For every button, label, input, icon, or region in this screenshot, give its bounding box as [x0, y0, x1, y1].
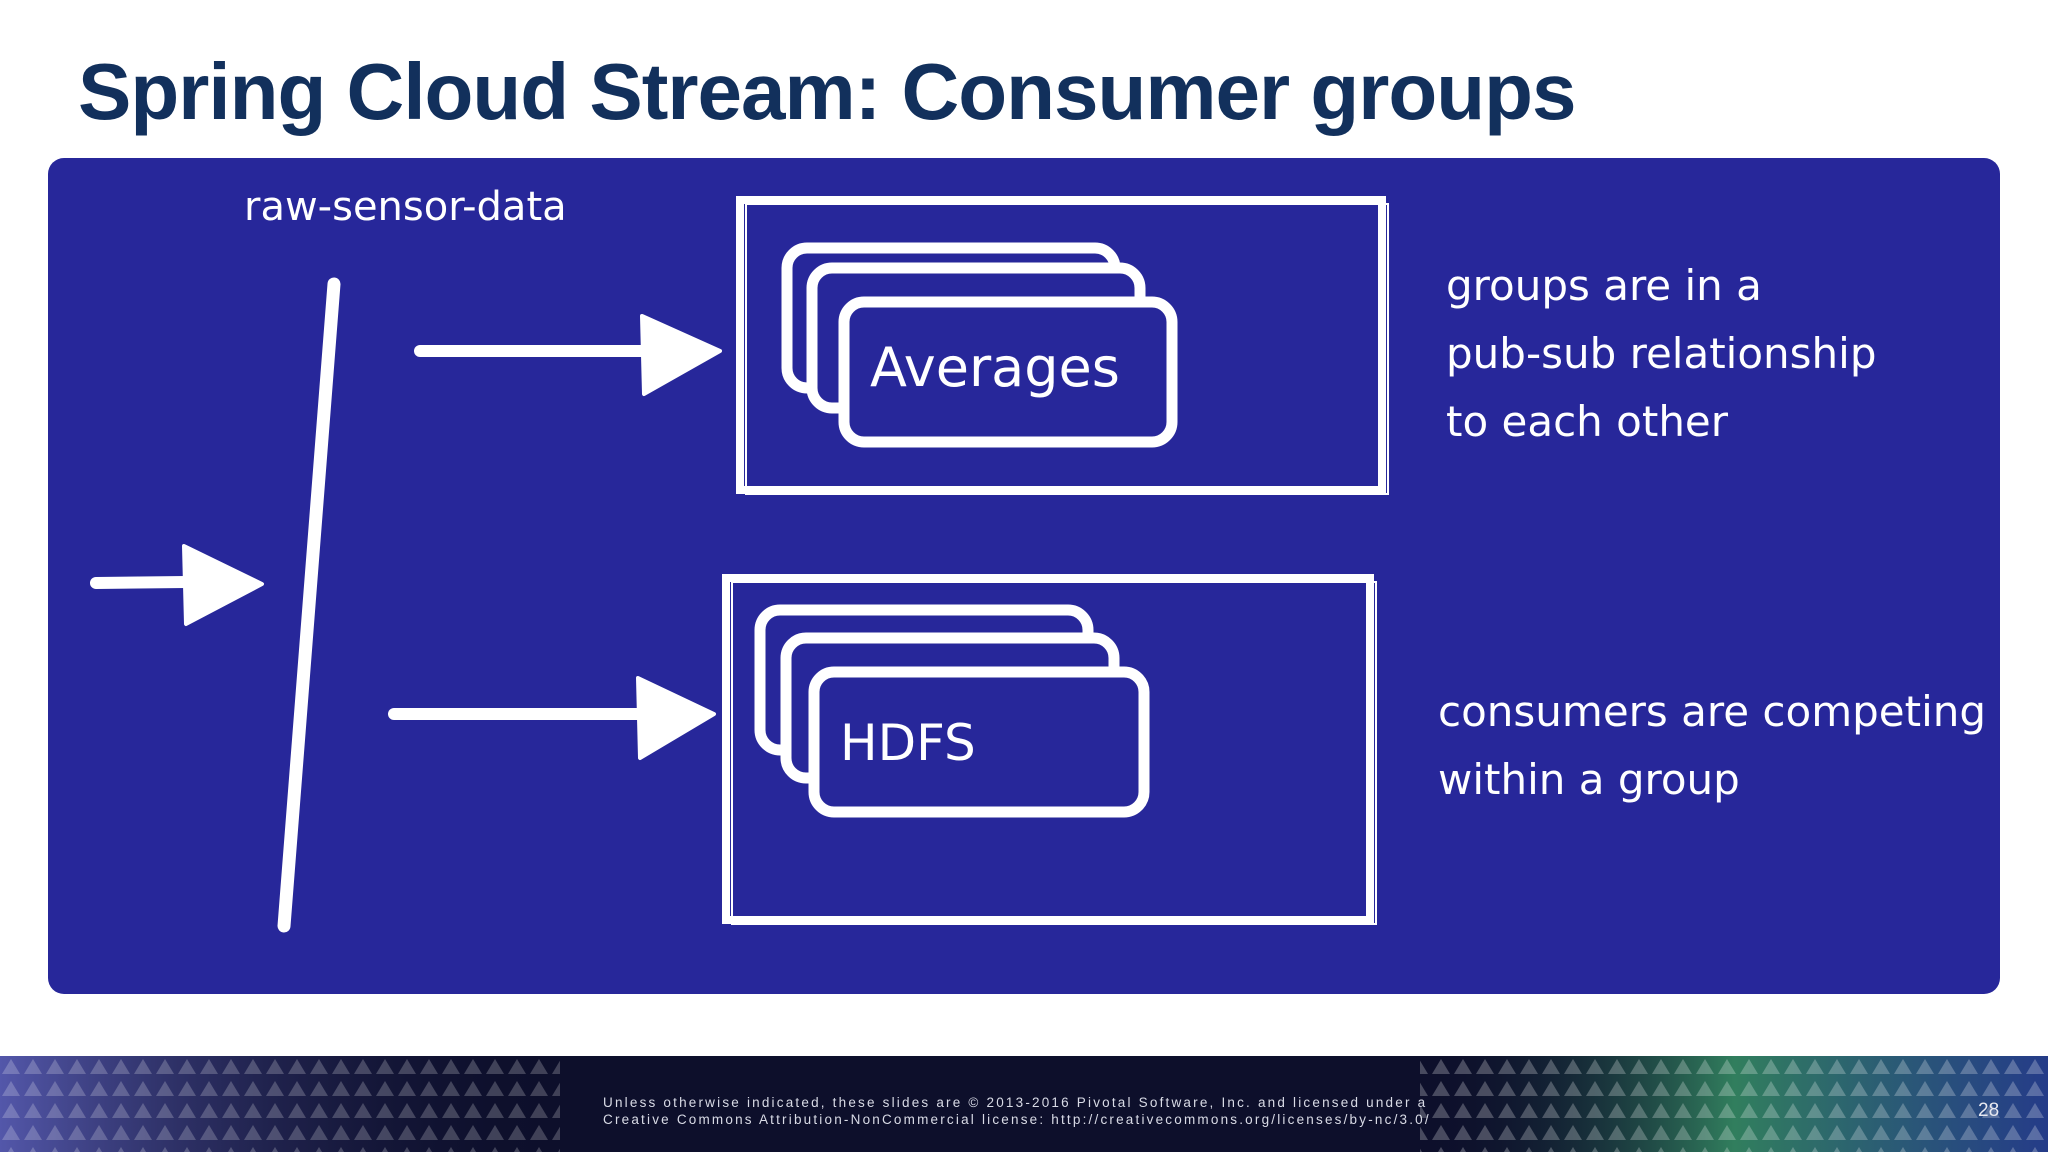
consumer-group-1: Averages [736, 196, 1389, 495]
group-1-frame [736, 196, 1386, 494]
legal-notice: Unless otherwise indicated, these slides… [603, 1094, 1431, 1128]
diagram-board: raw-sensor-data Averages HDFS groups are… [48, 158, 2000, 994]
note-1-line-2: pub-sub relationship [1446, 329, 1876, 378]
topic-label: raw-sensor-data [244, 184, 567, 230]
footer-bar [0, 1056, 2048, 1152]
arrow-to-group-1-icon [414, 314, 722, 396]
legal-line-2: Creative Commons Attribution-NonCommerci… [603, 1112, 1431, 1127]
note-1-line-3: to each other [1446, 397, 1729, 446]
page-number: 28 [1978, 1100, 2000, 1121]
consumer-group-2: HDFS [722, 574, 1377, 925]
note-2-line-1: consumers are competing [1438, 687, 1986, 736]
group-2-frame [722, 574, 1374, 924]
topic-bar [277, 277, 341, 933]
group-2-instance-front [808, 666, 1150, 818]
note-2-line-2: within a group [1438, 755, 1740, 804]
input-arrow-icon [90, 544, 264, 626]
note-1-line-1: groups are in a [1446, 261, 1762, 310]
group-1-instance-front [838, 296, 1178, 448]
arrow-to-group-2-icon [388, 676, 716, 760]
slide-title: Spring Cloud Stream: Consumer groups [78, 47, 1576, 136]
group-1-label: Averages [870, 336, 1120, 399]
group-2-label: HDFS [840, 714, 976, 772]
legal-line-1: Unless otherwise indicated, these slides… [603, 1095, 1428, 1110]
footer-pattern [0, 1056, 2048, 1152]
